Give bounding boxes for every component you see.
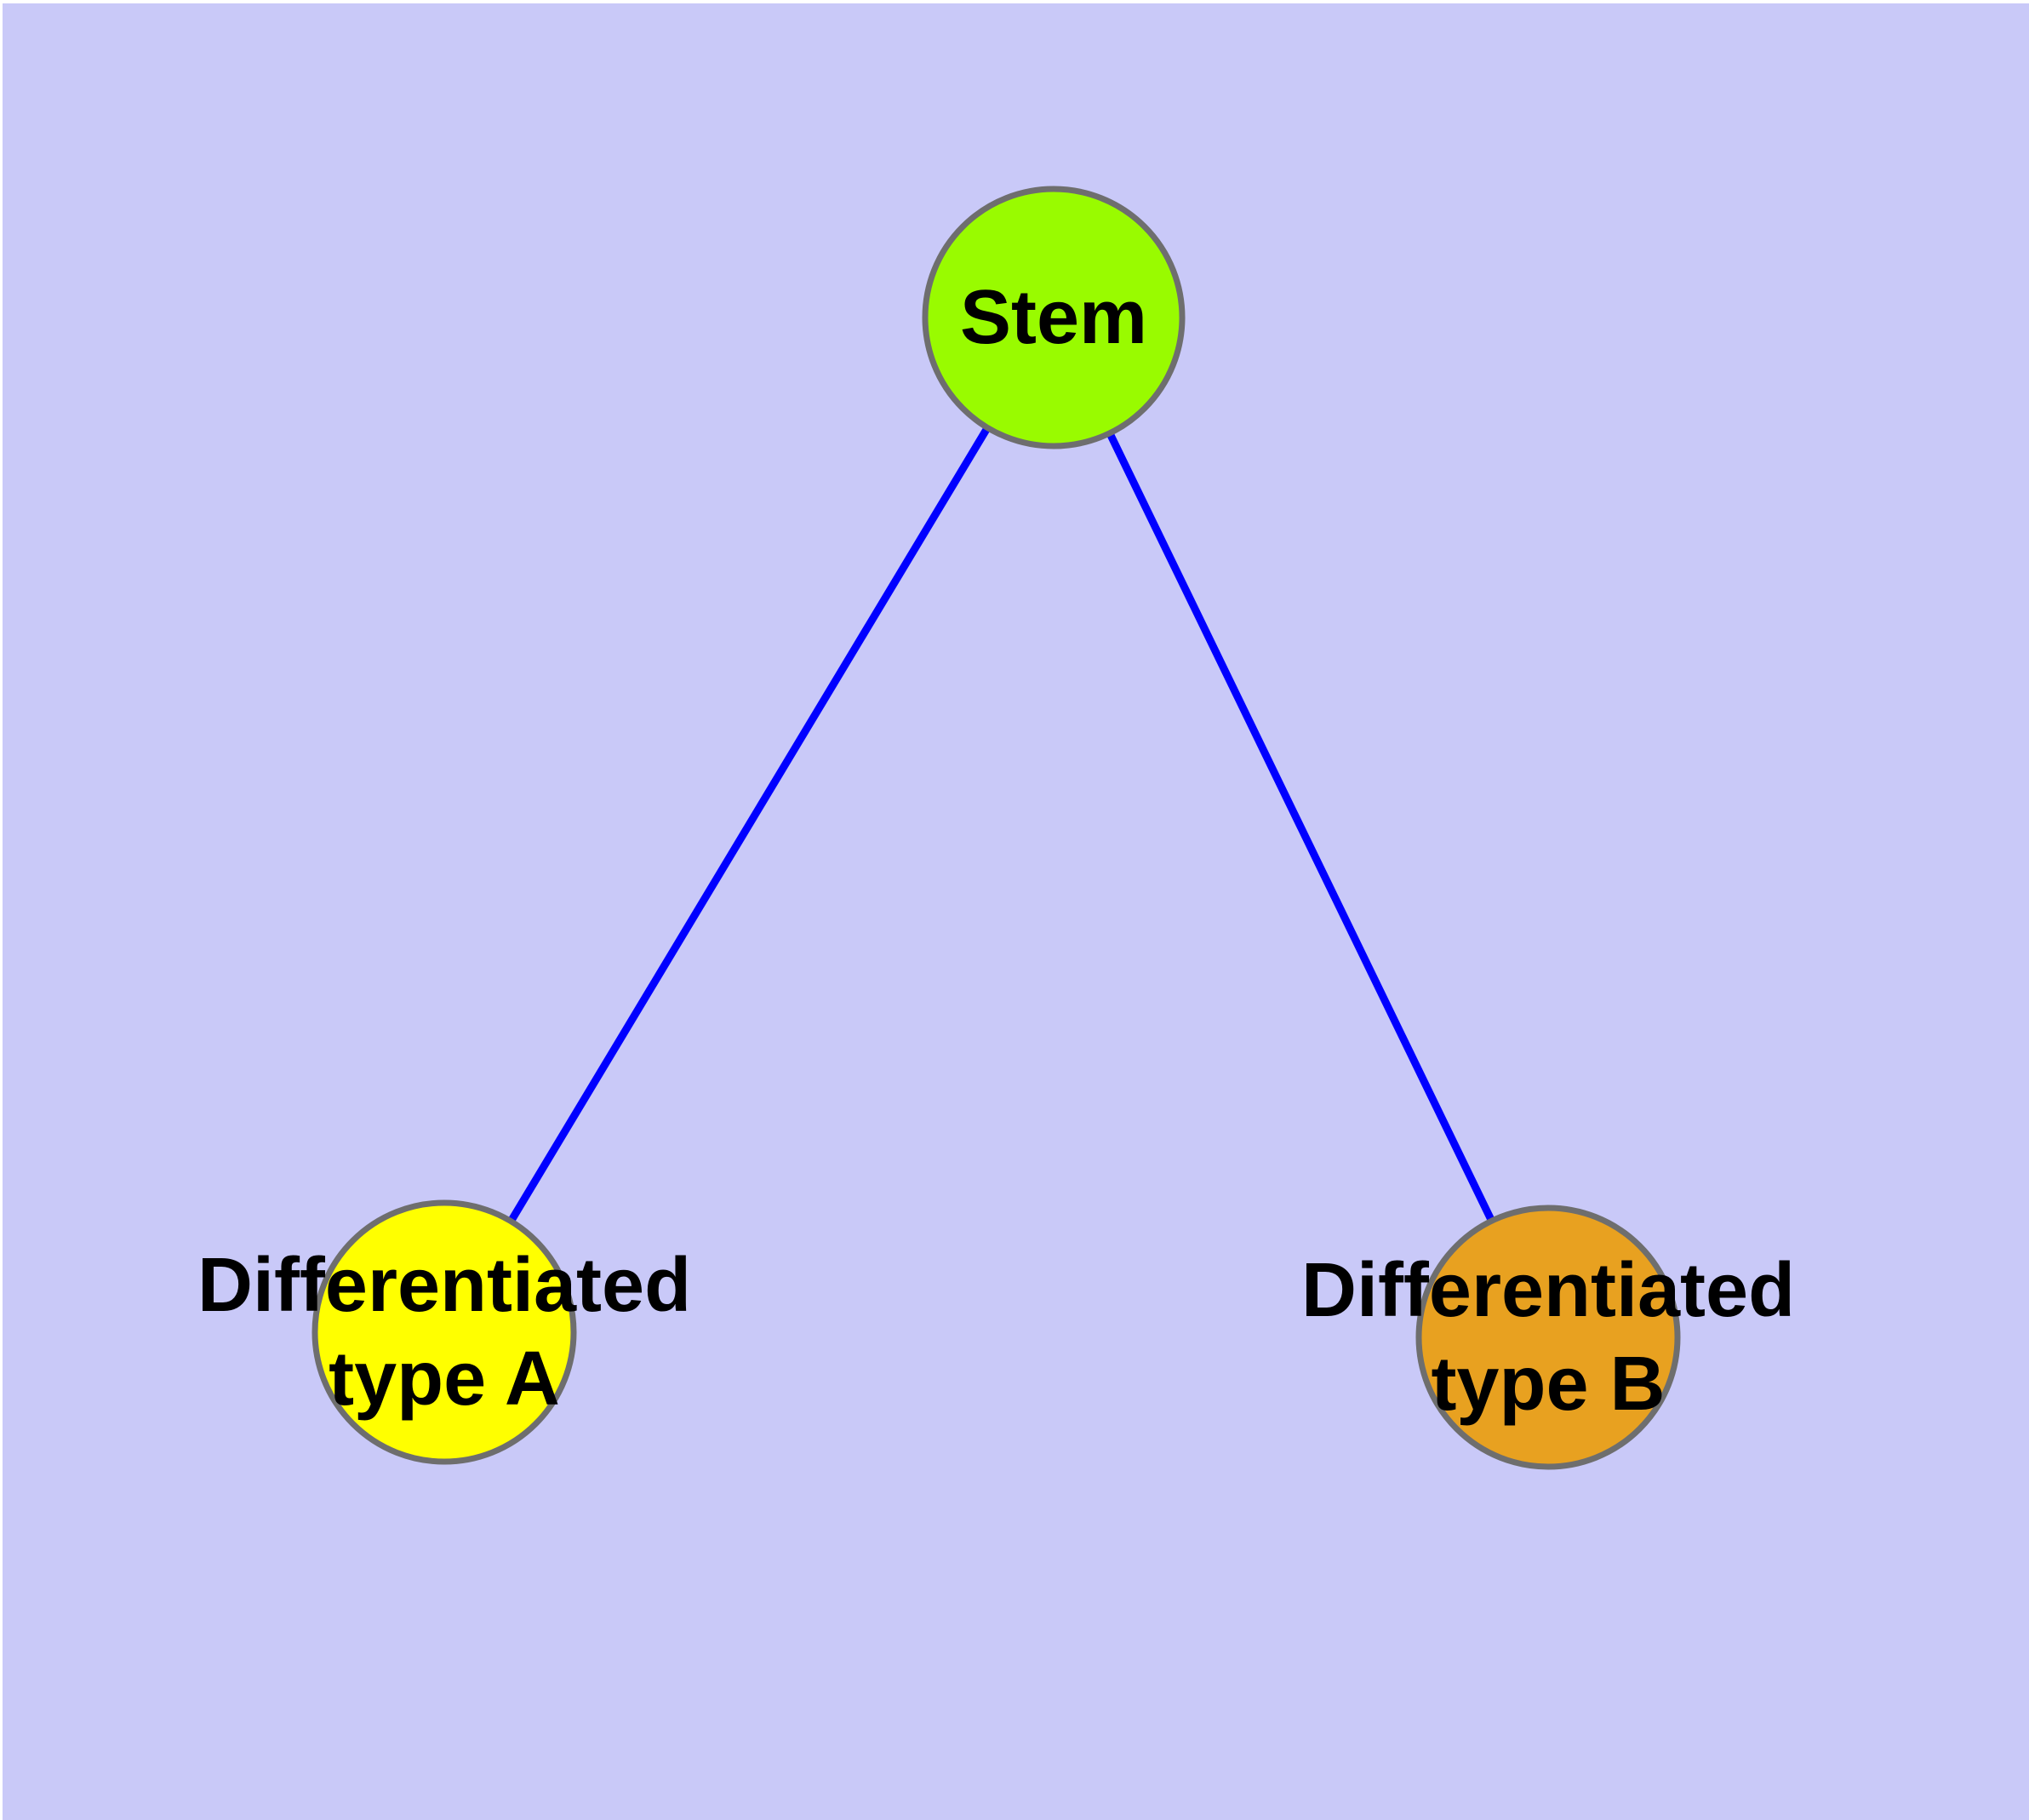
node-label-line: type B [1431, 1342, 1666, 1427]
node-label-line: type A [329, 1336, 560, 1422]
edge-stem-to-type-b [1049, 316, 1552, 1339]
node-label-line: Stem [959, 275, 1148, 360]
node-label-differentiated-type-a: Differentiated type A [197, 1239, 691, 1426]
node-circle-differentiated-type-a [311, 1199, 577, 1465]
node-label-stem: Stem [960, 271, 1147, 364]
edge-stem-to-type-a [441, 315, 1057, 1335]
node-circle-differentiated-type-b [1415, 1205, 1681, 1470]
node-label-line: Differentiated [1300, 1248, 1796, 1333]
node-label-line: Differentiated [197, 1243, 692, 1328]
node-circle-stem [922, 186, 1186, 449]
node-label-differentiated-type-b: Differentiated type B [1301, 1244, 1795, 1431]
